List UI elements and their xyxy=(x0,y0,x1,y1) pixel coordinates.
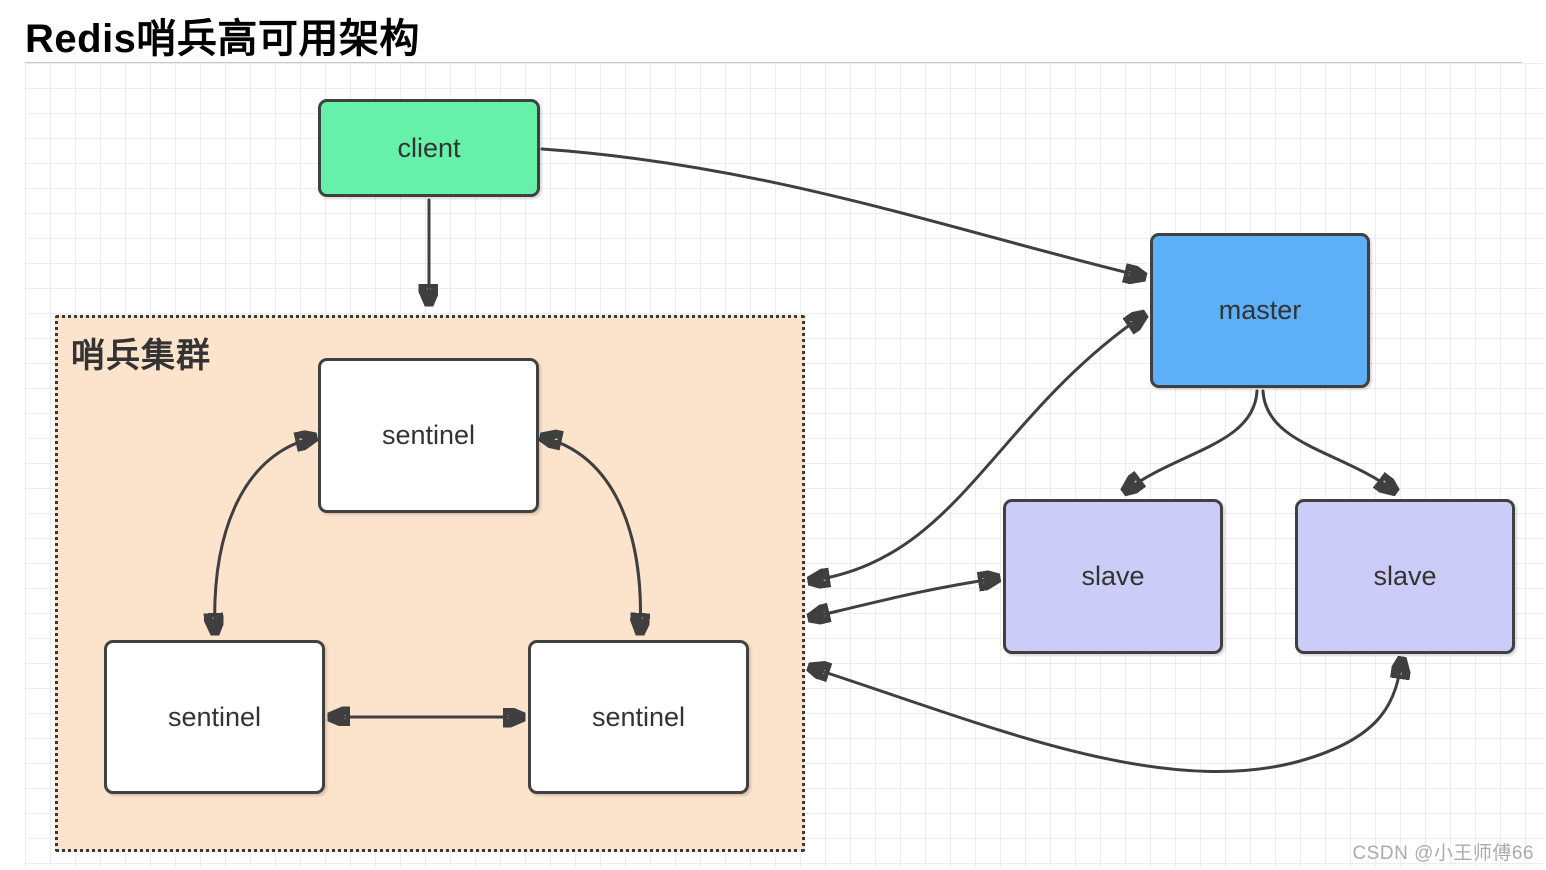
edge-sentinel-cluster-to-slave-right xyxy=(809,658,1402,773)
node-sentinel-top-label: sentinel xyxy=(381,420,476,450)
node-sentinel-bottom-left-label: sentinel xyxy=(167,701,262,732)
node-slave-left-label: slave xyxy=(1081,561,1145,591)
node-slave-right-label: slave xyxy=(1373,561,1437,591)
node-sentinel-bottom-left: sentinel xyxy=(104,640,325,794)
node-client: client xyxy=(318,99,540,197)
edge-master-to-slave-right xyxy=(1261,389,1396,492)
edge-sentinel-cluster-to-slave-left xyxy=(809,578,999,618)
node-master: master xyxy=(1150,233,1370,388)
node-sentinel-bottom-right: sentinel xyxy=(528,640,749,794)
node-slave-left: slave xyxy=(1003,499,1223,654)
node-sentinel-bottom-right-label: sentinel xyxy=(591,701,686,732)
page-title: Redis哨兵高可用架构 xyxy=(25,17,420,61)
csdn-watermark: CSDN @小王师傅66 xyxy=(1352,843,1534,864)
edge-client-to-master xyxy=(540,147,1145,277)
node-client-label: client xyxy=(397,132,461,163)
edge-sentinel-cluster-to-master xyxy=(809,314,1145,581)
edge-sentinel-top-to-sentinel-bottom-right xyxy=(541,437,641,634)
sentinel-cluster-label: 哨兵集群 xyxy=(71,337,211,375)
edge-sentinel-top-to-sentinel-bottom-left xyxy=(215,437,316,634)
node-slave-right: slave xyxy=(1295,499,1515,654)
title-separator-line xyxy=(25,62,1522,63)
node-sentinel-top: sentinel xyxy=(318,358,539,513)
node-master-label: master xyxy=(1218,295,1302,325)
edge-master-to-slave-left xyxy=(1124,389,1259,492)
